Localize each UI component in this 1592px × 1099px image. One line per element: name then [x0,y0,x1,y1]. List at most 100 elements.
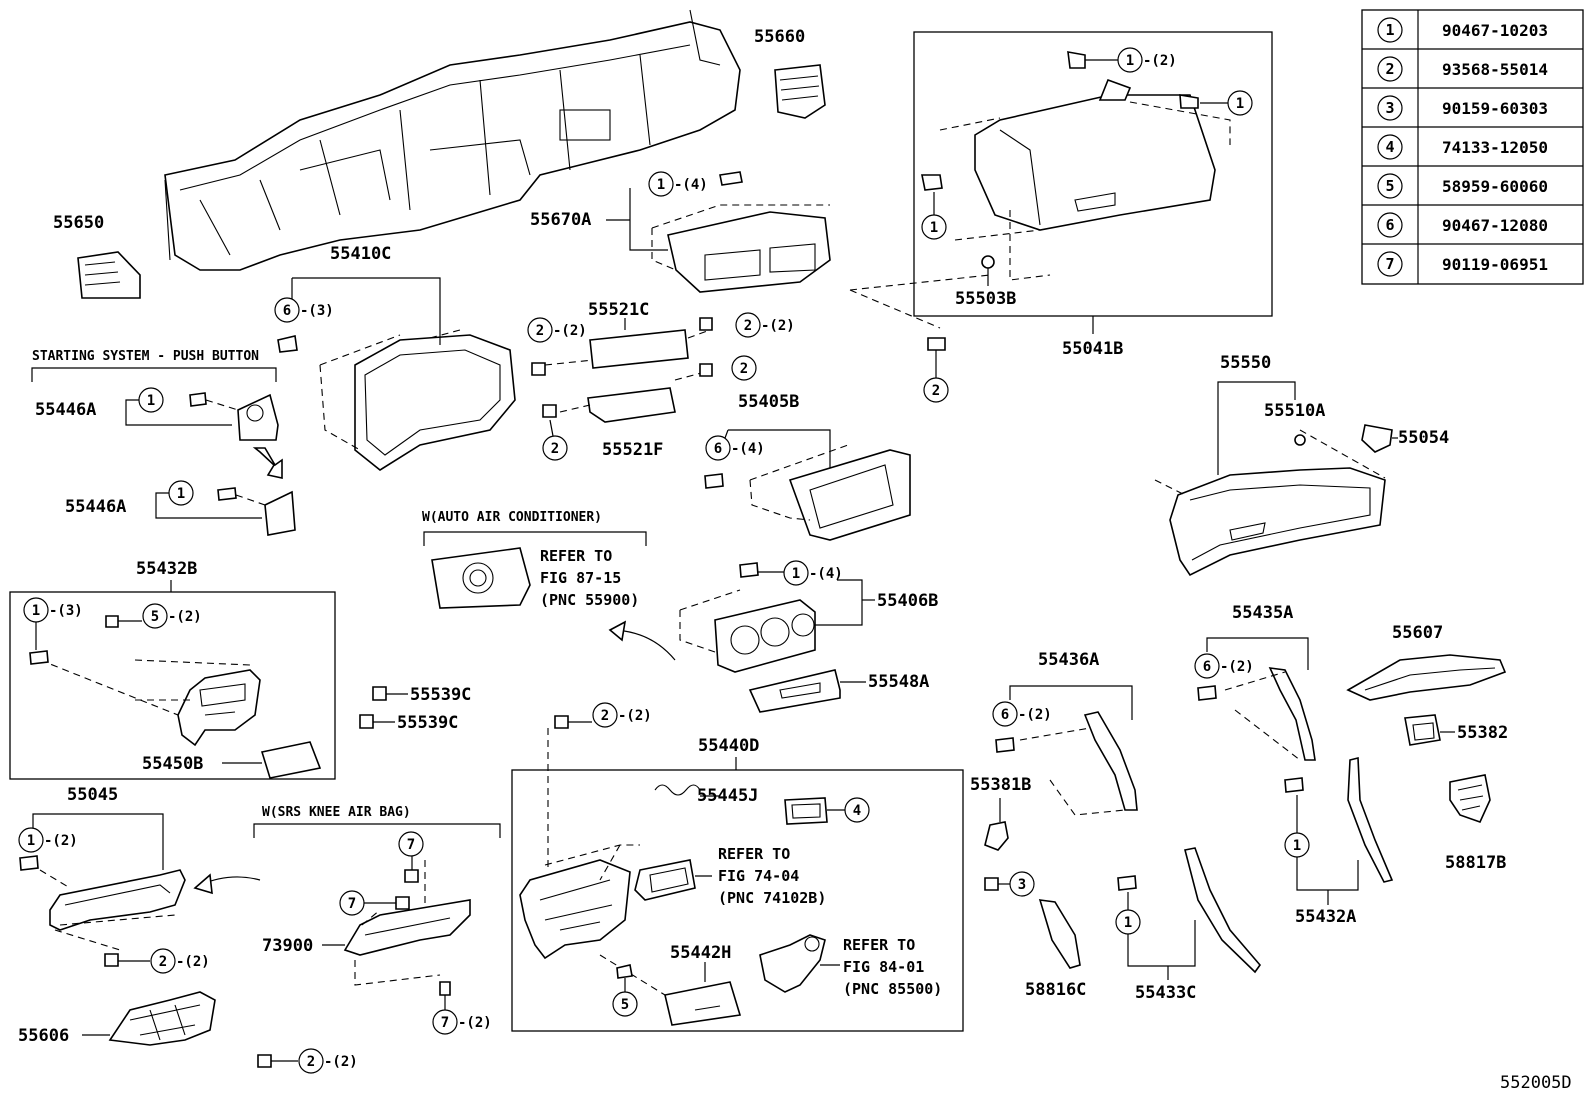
part-55607[interactable]: 55607 [1346,623,1507,701]
callout-number: 7 [407,837,415,853]
callout-number: 1 [27,833,35,849]
legend-num: 3 [1385,99,1394,117]
callout-number: 5 [621,997,629,1013]
callout-number: 1 [1293,838,1301,854]
legend-code: 90467-10203 [1442,21,1548,40]
part-55539C[interactable]: 55539C 55539C [359,685,471,733]
legend-code: 58959-60060 [1442,177,1548,196]
part-55432B[interactable]: 55432B 1 -(3) 5 -(2) 55450B [9,559,336,780]
part-55521C[interactable]: 2 -(2) 2 -(2) 55521C [527,300,795,376]
legend-row: 4 74133-12050 [1377,134,1548,160]
callout-number: 1 [32,603,40,619]
callout-number: 2 [536,323,544,339]
refer-line: (PNC 85500) [843,980,942,998]
pnc-label: 55410C [330,244,391,264]
callout-number: 6 [283,303,291,319]
part-55433C[interactable]: 1 55433C [1115,847,1262,1003]
pnc-label: 55548A [868,672,929,692]
refer-line: (PNC 74102B) [718,889,826,907]
qty-label: -(2) [553,323,587,339]
part-58816C[interactable]: 58816C [1025,899,1086,1000]
qty-label: -(2) [618,708,652,724]
qty-label: -(2) [1220,659,1254,675]
part-55041B[interactable]: 1 -(2) 1 1 55503B 55041B 2 [849,31,1273,403]
callout-number: 6 [1001,707,1009,723]
callout-number: 6 [714,441,722,457]
qty-label: -(3) [49,603,83,619]
part-55660[interactable]: 55660 [754,27,826,119]
callout-number: 1 [1126,53,1134,69]
part-55606[interactable]: 55606 2 -(2) [18,991,358,1074]
srs-knee-airbag-group: W(SRS KNEE AIR BAG) 7 7 73900 7 -(2) [253,805,501,1035]
figure-code: 552005D [1500,1073,1572,1093]
dashboard-frame-drawing [164,9,741,271]
legend-num: 7 [1385,255,1394,273]
callout-number: 7 [441,1015,449,1031]
pnc-label: 55445J [697,786,758,806]
qty-label: -(2) [176,954,210,970]
qty-label: -(4) [809,566,843,582]
pnc-label: 55503B [955,289,1016,309]
legend-code: 93568-55014 [1442,60,1548,79]
pnc-label: 55436A [1038,650,1099,670]
refer-line: FIG 87-15 [540,569,621,587]
part-58817B[interactable]: 58817B [1445,774,1506,873]
pnc-label: 55382 [1457,723,1508,743]
callout-number: 5 [151,609,159,625]
legend-row: 6 90467-12080 [1377,212,1548,238]
part-55435A[interactable]: 55435A 6 -(2) [1194,603,1316,761]
qty-label: -(2) [1018,707,1052,723]
legend-row: 7 90119-06951 [1377,251,1548,277]
starting-system-group: STARTING SYSTEM - PUSH BUTTON 1 55446A 1… [31,349,296,536]
pnc-label: 55539C [410,685,471,705]
pnc-label: 55510A [1264,401,1325,421]
legend-num: 6 [1385,216,1394,234]
qty-label: -(2) [458,1015,492,1031]
legend-row: 2 93568-55014 [1377,56,1548,82]
group-caption: W(SRS KNEE AIR BAG) [262,805,411,820]
part-55670A[interactable]: 1 -(4) 55670A [530,171,831,293]
part-55432A[interactable]: 1 55432A [1284,756,1394,927]
pnc-label: 55442H [670,943,731,963]
callout-number: 1 [147,393,155,409]
callout-number: 2 [932,383,940,399]
legend-row: 1 90467-10203 [1377,17,1548,43]
part-55382[interactable]: 55382 [1404,714,1508,746]
pnc-label: 73900 [262,936,313,956]
callout-number: 6 [1203,659,1211,675]
qty-label: -(2) [324,1054,358,1070]
callout-number: 1 [930,220,938,236]
pnc-label: 55521C [588,300,649,320]
auto-ac-group: W(AUTO AIR CONDITIONER) REFER TO FIG 87-… [422,510,676,661]
refer-line: FIG 74-04 [718,867,799,885]
part-55381B[interactable]: 55381B 3 [970,775,1035,897]
part-55521F[interactable]: 2 2 55521F [542,355,757,461]
qty-label: -(4) [674,177,708,193]
group-caption: W(AUTO AIR CONDITIONER) [422,510,602,525]
refer-line: FIG 84-01 [843,958,924,976]
qty-label: -(3) [300,303,334,319]
callout-number: 2 [159,954,167,970]
refer-line: REFER TO [540,547,612,565]
part-55405B[interactable]: 6 -(4) 55405B [704,392,911,541]
callout-number: 1 [177,486,185,502]
part-55406B[interactable]: 1 -(4) 55406B [679,560,938,673]
part-55410C[interactable]: 6 -(3) 55410C [274,244,516,471]
part-55650[interactable]: 55650 [53,213,141,299]
pnc-label: 55650 [53,213,104,233]
pnc-label: 55521F [602,440,663,460]
legend-code: 90467-12080 [1442,216,1548,235]
part-55440D[interactable]: 55440D 2 -(2) 55445J 4 REFER TO FIG 74-0… [511,702,964,1032]
legend-num: 1 [1385,21,1394,39]
part-55548A[interactable]: 55548A [748,669,929,713]
pnc-label: 55539C [397,713,458,733]
legend-num: 5 [1385,177,1394,195]
pnc-label: 55440D [698,736,759,756]
part-55045[interactable]: 55045 1 -(2) 2 -(2) [18,785,261,974]
legend-row: 5 58959-60060 [1377,173,1548,199]
callout-number: 1 [657,177,665,193]
part-55550[interactable]: 55550 55510A 55054 [1154,353,1449,577]
part-55436A[interactable]: 55436A 6 -(2) [992,650,1138,816]
pnc-label: 55406B [877,591,938,611]
callout-number: 2 [307,1054,315,1070]
